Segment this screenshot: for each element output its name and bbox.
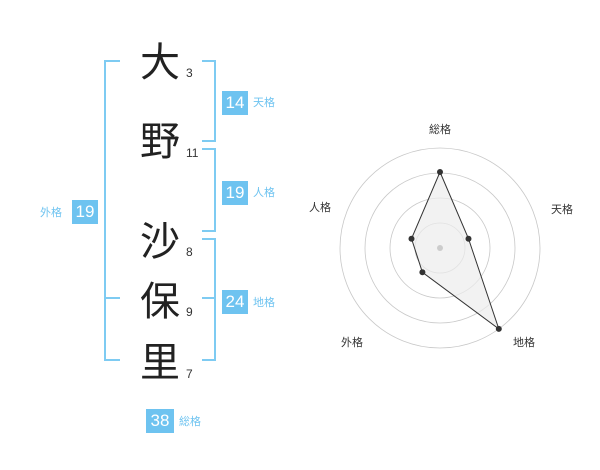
radar-axis-label-gaikaku: 外格 [341, 335, 363, 349]
jinkaku-value: 19 [222, 181, 248, 205]
gaikaku-value: 19 [72, 200, 98, 224]
chikaku-value: 24 [222, 290, 248, 314]
radar-point-2 [465, 235, 472, 242]
jinkaku-bracket [202, 148, 216, 232]
radar-axis-label-tenkaku: 天格 [551, 202, 573, 216]
radar-points [408, 169, 502, 332]
stroke-count-1: 3 [186, 66, 193, 80]
radar-point-5 [408, 235, 415, 242]
stroke-count-4: 9 [186, 305, 193, 319]
radar-point-3 [495, 325, 502, 332]
stroke-count-3: 8 [186, 245, 193, 259]
radar-axis-label-chikaku: 地格 [513, 335, 535, 349]
tenkaku-label: 天格 [253, 96, 275, 109]
name-char-1: 大 [140, 40, 180, 86]
chikaku-bracket-split-tick [202, 297, 216, 299]
chikaku-bracket [202, 238, 216, 361]
soukaku-label: 総格 [179, 415, 201, 428]
gaikaku-label: 外格 [40, 206, 62, 219]
jinkaku-label: 人格 [253, 186, 275, 199]
radar-center-dot [437, 245, 443, 251]
tenkaku-value: 14 [222, 91, 248, 115]
name-char-3: 沙 [140, 219, 180, 265]
gaikaku-bracket-split-tick [104, 297, 120, 299]
gaikaku-bracket [104, 60, 120, 361]
soukaku-value: 38 [146, 409, 174, 433]
radar-polygon [410, 170, 500, 331]
radar-ring-4 [339, 147, 541, 349]
radar-axis-label-soukaku: 総格 [429, 122, 451, 136]
name-char-4: 保 [140, 279, 180, 325]
stroke-count-5: 7 [186, 367, 193, 381]
chikaku-label: 地格 [253, 296, 275, 309]
tenkaku-bracket [202, 60, 216, 142]
name-char-5: 里 [140, 340, 180, 386]
stroke-count-2: 11 [186, 146, 199, 160]
radar-point-4 [419, 269, 426, 276]
radar-chart: 総格 天格 地格 外格 人格 [309, 122, 573, 349]
radar-point-1 [437, 169, 443, 175]
name-char-2: 野 [140, 119, 180, 165]
radar-axis-label-jinkaku: 人格 [309, 200, 331, 214]
